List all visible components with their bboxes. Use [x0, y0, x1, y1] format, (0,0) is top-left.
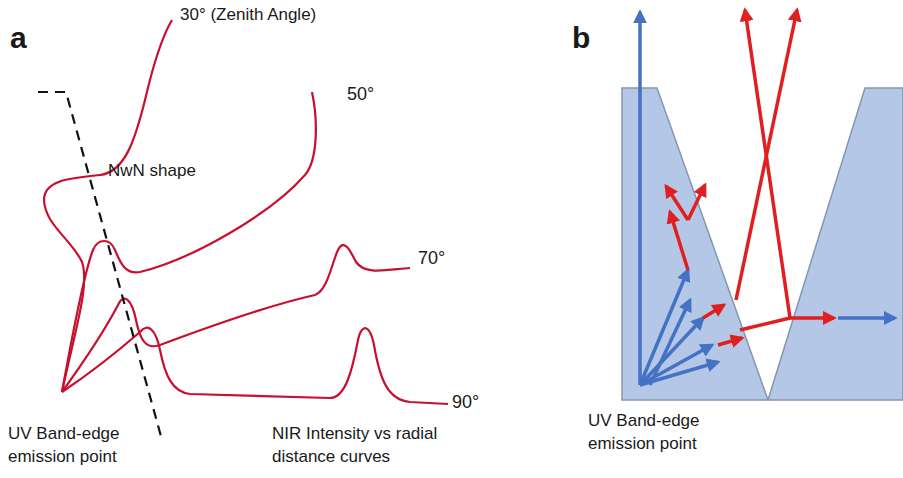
red-rays [666, 10, 834, 345]
dashed-trend-line [38, 92, 162, 440]
emission-point-label: UV Band-edge emission point [588, 410, 758, 456]
axis-description: NIR Intensity vs radial distance curves [272, 423, 487, 469]
panel-letter: b [572, 18, 590, 59]
annotation: NwN shape [108, 160, 196, 183]
angle-label: 70° [418, 246, 445, 270]
panel-letter: a [10, 18, 27, 59]
blue-rays [640, 12, 895, 385]
angle-label: 30° (Zenith Angle) [180, 4, 316, 27]
angle-label: 50° [347, 82, 374, 106]
emission-point-label: UV Band-edge emission point [8, 423, 178, 469]
intensity-curves [44, 20, 448, 404]
angle-label: 90° [452, 390, 479, 414]
